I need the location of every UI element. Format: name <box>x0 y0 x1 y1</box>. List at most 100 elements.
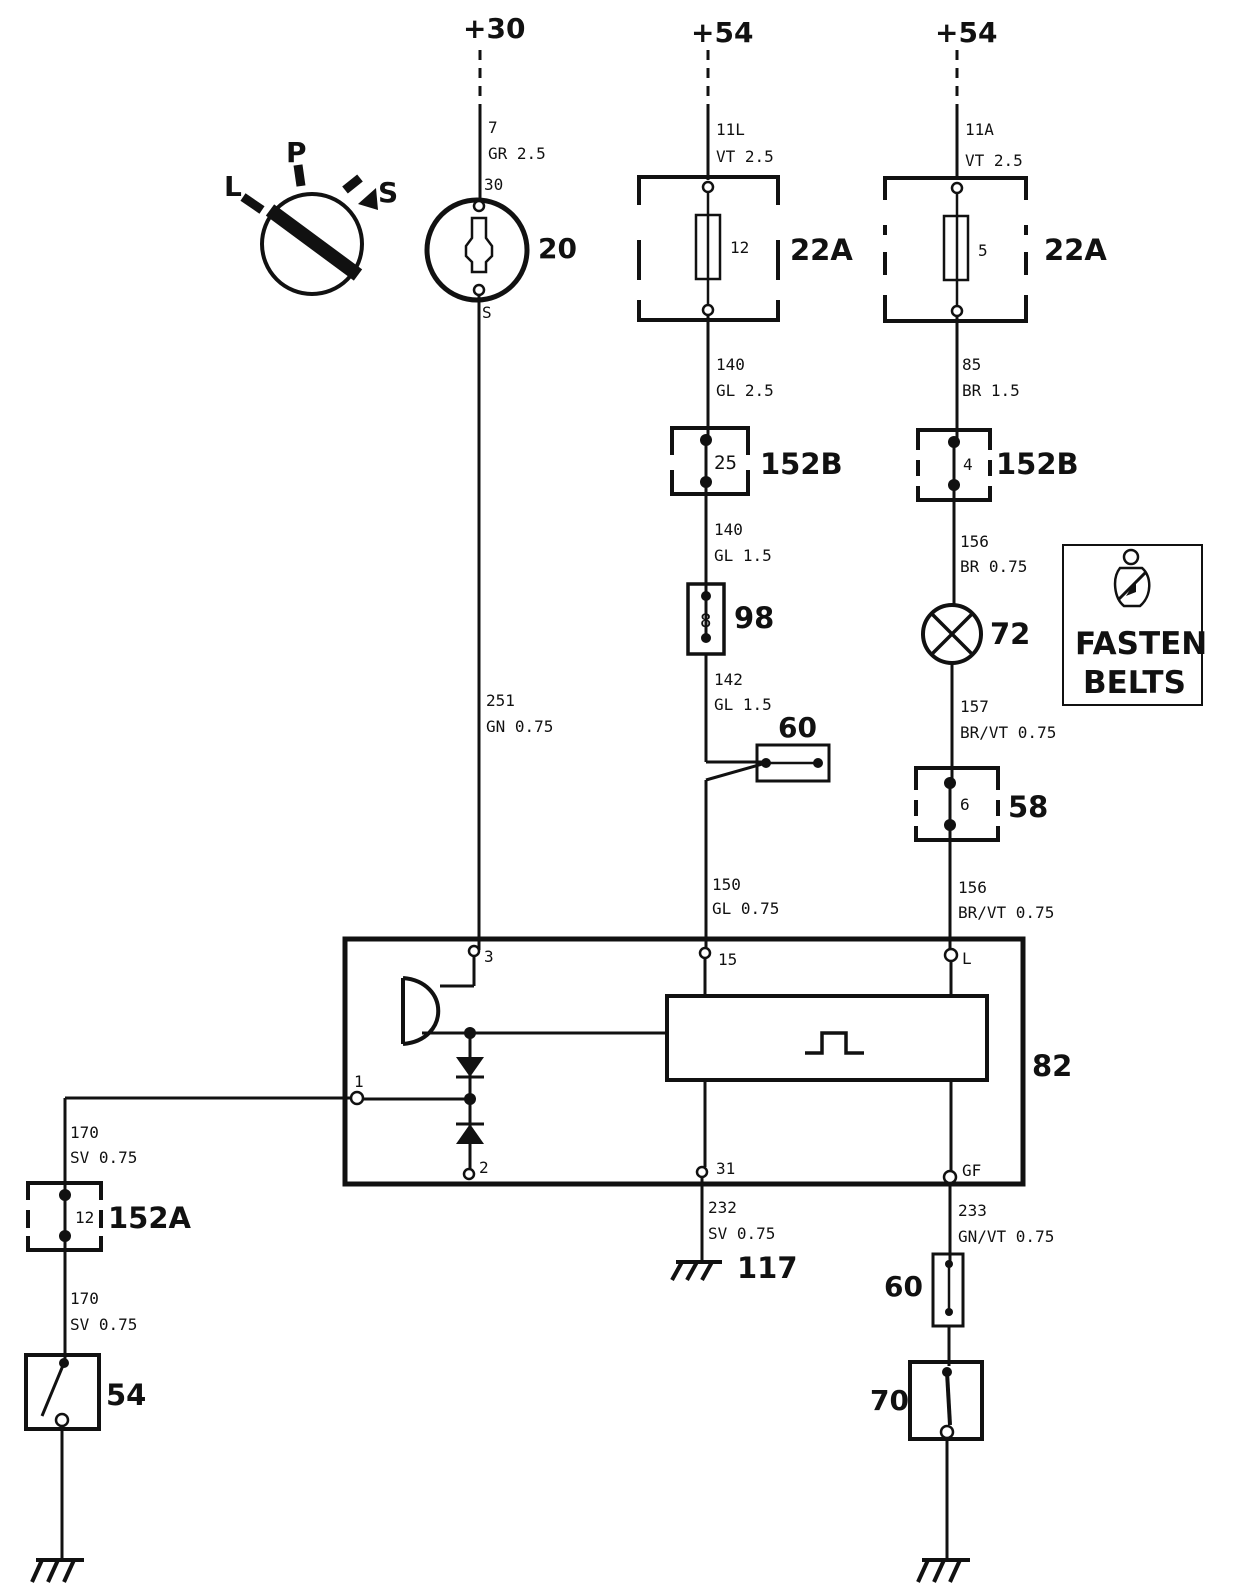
column-ignition: 7 GR 2.5 30 20 S 251 GN 0.75 <box>424 50 577 950</box>
wire-140a-label: 140 <box>716 355 745 374</box>
connector-152b-right: 4 152B <box>916 428 1079 502</box>
supply-54-right-label: +54 <box>935 16 997 49</box>
fuse-box-22a-left: 12 22A <box>637 175 853 322</box>
ignition-pin-s: S <box>482 303 492 322</box>
wire-232-spec: SV 0.75 <box>708 1224 775 1243</box>
fuse-box-left-id: 22A <box>790 233 853 267</box>
timer-block <box>665 994 989 1082</box>
column-door-switch: 170 SV 0.75 12 152A 170 SV 0.75 54 <box>24 1096 351 1583</box>
connector-60-top-id: 60 <box>778 711 817 744</box>
connector-152b-left-pin: 25 <box>714 452 737 474</box>
wire-251-spec: GN 0.75 <box>486 717 553 736</box>
connector-98-pin: 8 <box>700 610 711 632</box>
connector-152b-left-id: 152B <box>760 447 843 481</box>
pin-15-label: 15 <box>718 950 737 969</box>
fuse-box-22a-right: 5 22A <box>883 176 1107 323</box>
fuse-box-right-id: 22A <box>1044 233 1107 267</box>
connector-152b-right-pin: 4 <box>963 455 973 474</box>
fuse-5-label: 5 <box>978 241 988 260</box>
ignition-pos-l: L <box>224 170 242 203</box>
wire-156a-label: 156 <box>960 532 989 551</box>
wire-251-label: 251 <box>486 691 515 710</box>
wire-11l-label: 11L <box>716 120 745 139</box>
ignition-pos-s: S <box>378 176 398 209</box>
diode-icon <box>456 1057 484 1079</box>
pin-1-label: 1 <box>354 1072 364 1091</box>
connector-60-bottom: 60 <box>884 1252 965 1328</box>
connector-58-pin: 6 <box>960 795 970 814</box>
column-buckle-switch: 233 GN/VT 0.75 60 70 <box>870 1183 1054 1583</box>
wire-170a-spec: SV 0.75 <box>70 1148 137 1167</box>
fuse-12-label: 12 <box>730 238 749 257</box>
wire-11l-spec: VT 2.5 <box>716 147 774 166</box>
wire-140b-spec: GL 1.5 <box>714 546 772 565</box>
lamp-id: 72 <box>990 617 1030 651</box>
connector-98: 8 98 <box>686 582 774 656</box>
diode-icon <box>456 1122 484 1144</box>
pin-gf-label: GF <box>962 1161 981 1180</box>
warning-line-2: BELTS <box>1083 665 1186 701</box>
pin-l-label: L <box>962 949 972 968</box>
wire-233-label: 233 <box>958 1201 987 1220</box>
pin-31-label: 31 <box>716 1159 735 1178</box>
supply-54-left-label: +54 <box>691 16 753 49</box>
ignition-key-icon <box>265 204 363 281</box>
buckle-switch-id: 70 <box>870 1384 909 1417</box>
buzzer-icon <box>401 976 441 1046</box>
connector-60-bottom-id: 60 <box>884 1270 923 1303</box>
wire-85-spec: BR 1.5 <box>962 381 1020 400</box>
warning-line-1: FASTEN <box>1075 626 1207 662</box>
wire-11a-spec: VT 2.5 <box>965 151 1023 170</box>
ignition-module-20: 20 <box>424 197 577 303</box>
connector-152b-left: 25 152B <box>670 426 843 496</box>
control-unit-id: 82 <box>1032 1049 1072 1083</box>
wire-7-label: 7 <box>488 118 498 137</box>
supply-30-label: +30 <box>463 12 525 45</box>
wire-170a-label: 170 <box>70 1123 99 1142</box>
wire-140b-label: 140 <box>714 520 743 539</box>
wire-233-spec: GN/VT 0.75 <box>958 1227 1054 1246</box>
seatbelt-icon <box>1113 548 1151 608</box>
door-switch-id: 54 <box>106 1378 146 1412</box>
connector-58-id: 58 <box>1008 790 1048 824</box>
column-ground-117: 232 SV 0.75 117 <box>670 1177 798 1285</box>
column-right-54: 11A VT 2.5 5 22A 85 BR 1.5 4 152B 156 BR… <box>883 50 1107 950</box>
ignition-switch: L P S <box>224 136 398 296</box>
ground-117-id: 117 <box>737 1251 798 1285</box>
connector-152a: 12 152A <box>26 1181 192 1252</box>
ground-icon <box>30 1558 84 1583</box>
door-switch-54: 54 <box>24 1353 146 1431</box>
wire-170b-spec: SV 0.75 <box>70 1315 137 1334</box>
column-left-54: 11L VT 2.5 12 22A 140 GL 2.5 25 152B 140… <box>637 50 853 950</box>
wire-232-label: 232 <box>708 1198 737 1217</box>
lamp-72: 72 <box>921 603 1030 665</box>
wire-156a-spec: BR 0.75 <box>960 557 1027 576</box>
wire-157-spec: BR/VT 0.75 <box>960 723 1056 742</box>
wire-142-spec: GL 1.5 <box>714 695 772 714</box>
connector-58: 6 58 <box>914 766 1048 842</box>
connector-152a-pin: 12 <box>75 1208 94 1227</box>
wire-156b-spec: BR/VT 0.75 <box>958 903 1054 922</box>
connector-152a-id: 152A <box>108 1201 192 1235</box>
wire-140a-spec: GL 2.5 <box>716 381 774 400</box>
pin-3-label: 3 <box>484 947 494 966</box>
ignition-pos-p: P <box>286 136 307 169</box>
pulse-icon <box>805 1031 864 1055</box>
pin-2-label: 2 <box>479 1158 489 1177</box>
wire-7-spec: GR 2.5 <box>488 144 546 163</box>
ground-icon <box>670 1260 722 1281</box>
wire-150-label: 150 <box>712 875 741 894</box>
wire-150-spec: GL 0.75 <box>712 899 779 918</box>
wire-156b-label: 156 <box>958 878 987 897</box>
wire-157-label: 157 <box>960 697 989 716</box>
connector-60-top: 60 <box>755 711 831 783</box>
ground-icon <box>916 1558 970 1583</box>
ignition-module-id: 20 <box>538 232 577 265</box>
wire-11a-label: 11A <box>965 120 994 139</box>
ignition-pin-30: 30 <box>484 175 503 194</box>
wire-142-label: 142 <box>714 670 743 689</box>
wire-170b-label: 170 <box>70 1289 99 1308</box>
buckle-switch-70: 70 <box>870 1360 984 1441</box>
fasten-belts-indicator: FASTEN BELTS <box>1062 544 1207 706</box>
